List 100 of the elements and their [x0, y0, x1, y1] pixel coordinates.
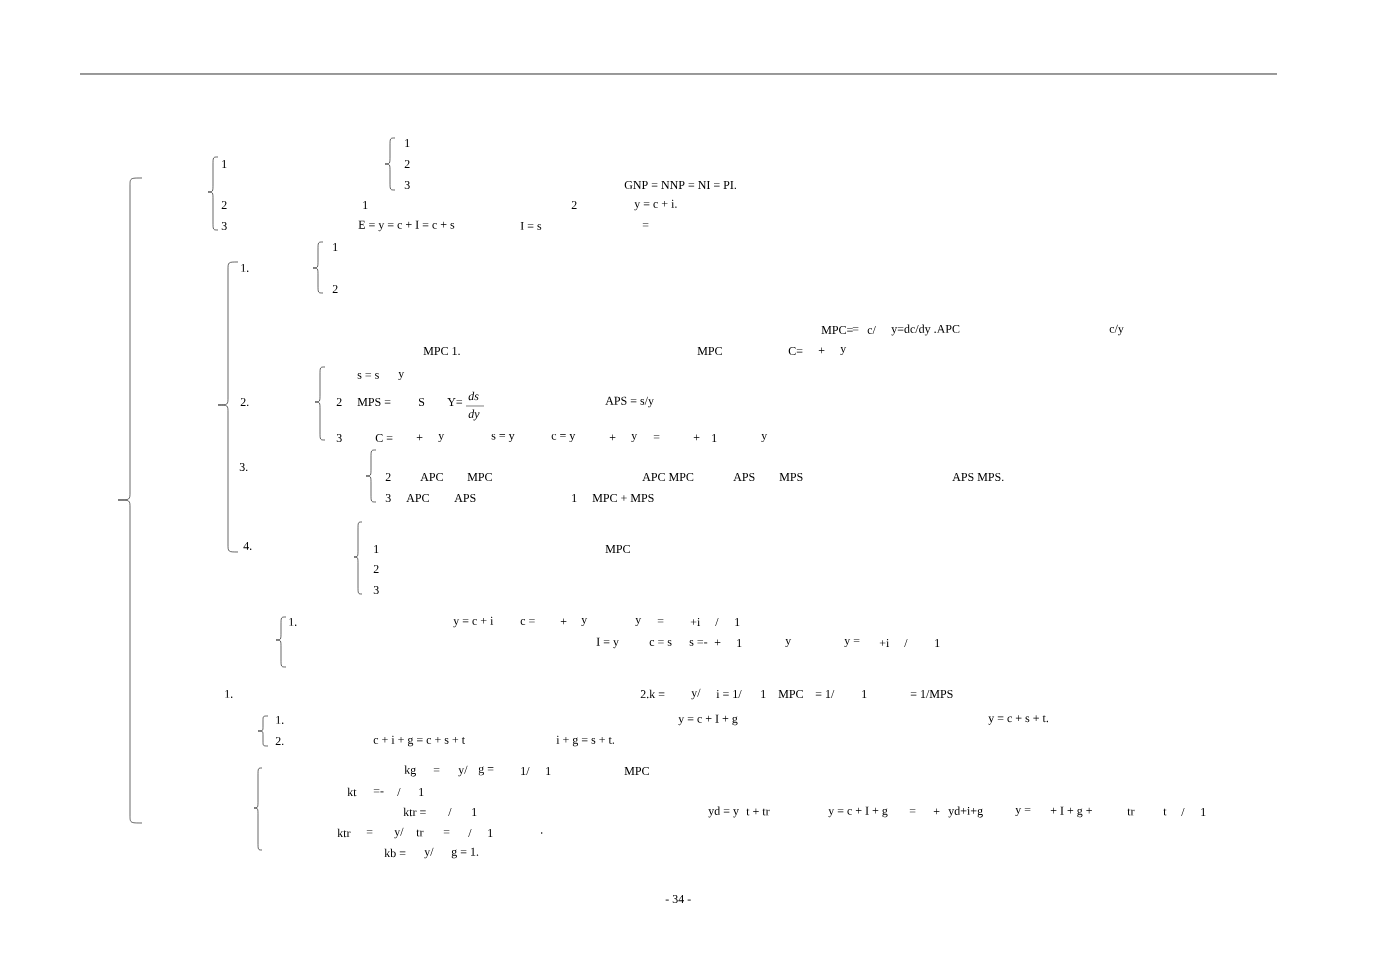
- text-fragment: 1: [363, 201, 368, 209]
- text-fragment: 2: [571, 201, 577, 209]
- text-fragment: y/: [458, 765, 468, 777]
- text-fragment: ds: [468, 391, 479, 401]
- text-fragment: y = c + i: [453, 616, 494, 628]
- text-fragment: /: [1181, 808, 1185, 816]
- text-fragment: 2.: [275, 736, 284, 746]
- text-fragment: kg: [404, 765, 416, 777]
- text-fragment: +: [818, 347, 825, 354]
- text-fragment: y: [785, 638, 792, 648]
- text-fragment: =: [657, 619, 664, 623]
- text-fragment: MPS =: [357, 397, 391, 406]
- text-fragment: 1.: [276, 715, 284, 725]
- text-fragment: c + i + g = c + s + t: [373, 735, 465, 747]
- text-fragment: y: [438, 433, 445, 443]
- text-fragment: dy: [468, 409, 480, 421]
- text-fragment: kb =: [384, 848, 406, 858]
- text-fragment: 2: [404, 160, 410, 168]
- text-fragment: kt: [347, 787, 357, 797]
- text-fragment: =: [433, 768, 440, 772]
- text-fragment: 3: [385, 493, 391, 502]
- text-fragment: 2: [373, 565, 379, 573]
- text-fragment: +i: [879, 639, 890, 647]
- text-fragment: APS MPS.: [952, 472, 1004, 482]
- text-fragment: APS: [454, 493, 476, 502]
- text-fragment: s = y: [491, 433, 515, 443]
- text-fragment: y = c + I + g: [828, 806, 888, 818]
- text-fragment: y = c + s + t.: [988, 715, 1049, 725]
- text-fragment: y: [631, 433, 638, 443]
- text-fragment: 1: [862, 690, 867, 698]
- text-fragment: +: [416, 434, 423, 441]
- text-fragment: =: [642, 223, 649, 227]
- text-fragment: g =: [478, 766, 494, 776]
- text-fragment: +: [933, 808, 940, 815]
- text-fragment: MPC: [467, 472, 492, 481]
- text-fragment: 3: [336, 433, 342, 442]
- text-fragment: y/: [424, 847, 434, 859]
- text-fragment: 3.: [239, 462, 248, 472]
- text-fragment: 1: [735, 618, 740, 626]
- text-fragment: 2.: [240, 397, 249, 407]
- text-fragment: c/: [867, 326, 876, 334]
- text-fragment: 1: [572, 494, 577, 502]
- text-fragment: =: [852, 327, 859, 331]
- text-fragment: E = y = c + I = c + s: [358, 220, 455, 232]
- text-fragment: +i: [690, 618, 701, 626]
- text-fragment: y = c + i.: [634, 199, 677, 211]
- text-fragment: i = 1/: [716, 689, 742, 698]
- text-fragment: =: [366, 830, 373, 834]
- text-fragment: MPC: [605, 544, 630, 553]
- text-fragment: =: [443, 830, 450, 834]
- text-fragment: c/y: [1109, 324, 1124, 336]
- text-fragment: 2: [336, 398, 342, 406]
- text-fragment: 1: [761, 690, 766, 698]
- text-fragment: = 1/: [815, 690, 835, 698]
- text-fragment: y: [581, 617, 588, 627]
- text-fragment: +: [693, 434, 700, 441]
- text-fragment: s =-: [689, 640, 708, 646]
- text-fragment: S: [419, 397, 425, 406]
- text-fragment: 3: [221, 221, 227, 230]
- text-fragment: APS: [733, 472, 755, 481]
- text-fragment: MPS: [779, 472, 803, 481]
- text-fragment: APC MPC: [642, 472, 694, 481]
- text-fragment: MPC=: [821, 325, 853, 334]
- text-fragment: - 34 -: [665, 894, 691, 903]
- text-fragment: c = s: [649, 640, 672, 646]
- text-fragment: =: [909, 809, 916, 813]
- text-fragment: 1.: [241, 263, 249, 273]
- text-fragment: = 1/MPS: [910, 689, 953, 698]
- text-fragment: + I + g +: [1050, 806, 1092, 818]
- text-fragment: y: [398, 371, 405, 381]
- text-fragment: APC: [406, 493, 429, 502]
- text-fragment: 3: [404, 180, 410, 189]
- text-fragment: ktr: [337, 828, 351, 838]
- text-fragment: =-: [373, 789, 384, 793]
- text-fragment: /: [448, 808, 452, 816]
- text-fragment: 1: [333, 243, 338, 251]
- text-fragment: y =: [844, 638, 860, 648]
- text-fragment: MPC + MPS: [592, 493, 654, 502]
- text-fragment: /: [397, 788, 401, 796]
- text-fragment: 1: [472, 808, 477, 816]
- text-fragment: 3: [373, 585, 379, 594]
- text-fragment: t + tr: [746, 808, 770, 816]
- text-fragment: y: [761, 433, 768, 443]
- text-fragment: tr: [416, 829, 424, 837]
- text-fragment: 1: [222, 160, 227, 168]
- text-fragment: 1: [405, 139, 410, 147]
- text-fragment: I = y: [596, 637, 619, 649]
- text-fragment: 1: [374, 545, 379, 553]
- text-fragment: MPC: [778, 689, 803, 698]
- text-fragment: 1: [1201, 808, 1206, 816]
- text-fragment: 1: [488, 829, 493, 837]
- text-fragment: c =: [520, 619, 535, 625]
- text-fragment: y =: [1015, 807, 1031, 817]
- text-fragment: 2: [385, 473, 391, 481]
- text-fragment: APC: [420, 472, 443, 481]
- text-fragment: /: [715, 618, 719, 626]
- text-fragment: APS = s/y: [605, 396, 654, 408]
- text-fragment: t: [1163, 808, 1167, 816]
- text-fragment: g = 1.: [451, 847, 479, 859]
- text-fragment: +: [714, 639, 721, 646]
